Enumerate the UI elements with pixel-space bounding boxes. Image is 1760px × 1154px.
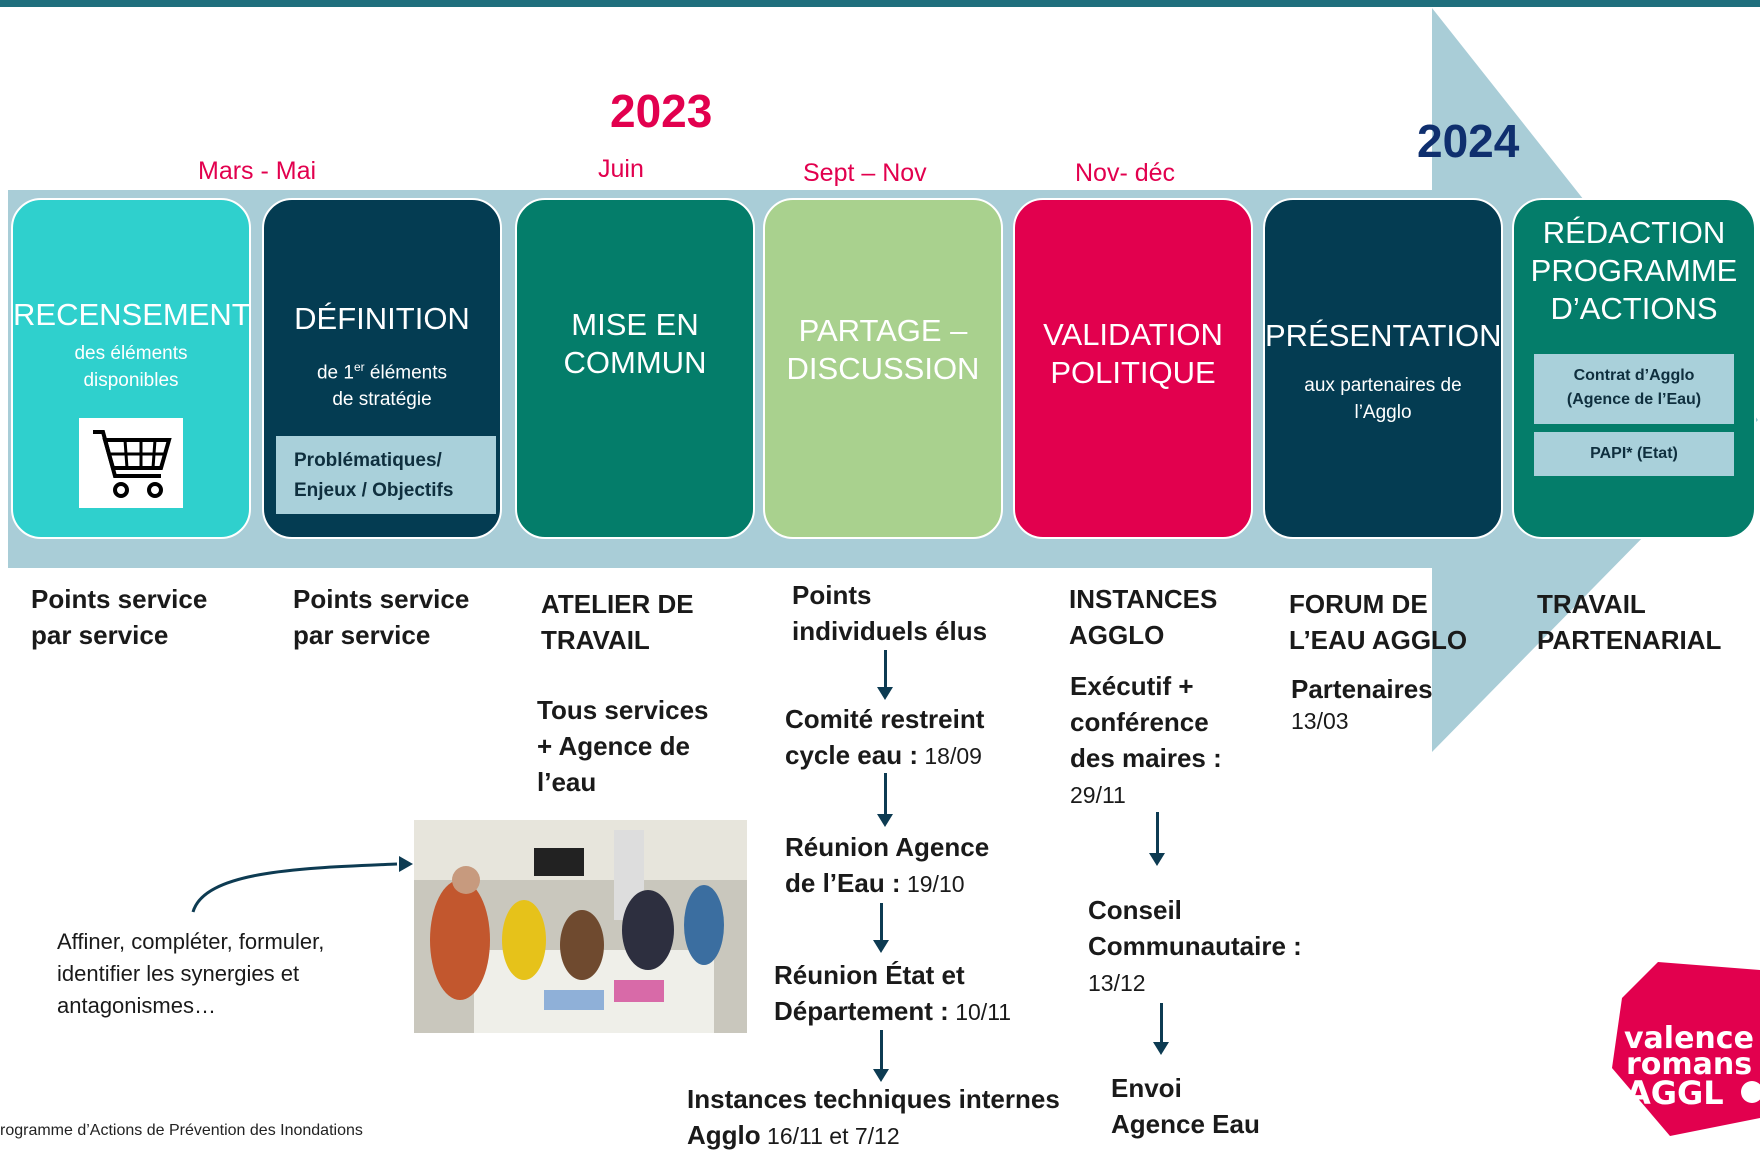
month-label: Nov- déc	[1075, 159, 1176, 187]
stage-card-presentation: PRÉSENTATION aux partenaires de l’Agglo	[1263, 198, 1503, 539]
year-2023: 2023	[610, 85, 713, 137]
stage-tag: PAPI* (Etat)	[1534, 432, 1734, 476]
stage-subtitle: des éléments disponibles	[74, 343, 188, 391]
month-label: Sept – Nov	[803, 159, 927, 187]
stage-card-partage: PARTAGE – DISCUSSION	[763, 198, 1003, 539]
stage-title: PRÉSENTATION	[1265, 318, 1502, 353]
footnote: rogramme d’Actions de Prévention des Ino…	[0, 1122, 363, 1139]
top-accent-bar	[0, 0, 1760, 7]
stage-tag: Contrat d’Agglo (Agence de l’Eau)	[1534, 354, 1734, 424]
column-heading: INSTANCES AGGLO	[1069, 584, 1218, 650]
down-arrow-icon	[873, 903, 889, 953]
stage-title: VALIDATION POLITIQUE	[1043, 317, 1223, 390]
column-heading: Points individuels élus	[792, 580, 988, 646]
down-arrow-icon	[877, 650, 893, 700]
stage-title: RÉDACTION PROGRAMME D’ACTIONS	[1530, 215, 1738, 326]
workshop-note: Affiner, compléter, formuler, identifier…	[57, 929, 325, 1018]
stage-title: RECENSEMENT	[13, 297, 251, 332]
stage-card-mise-en-commun: MISE EN COMMUN	[515, 198, 755, 539]
shopping-cart-icon	[79, 418, 183, 508]
column-heading: Points service par service	[293, 584, 470, 650]
workshop-photo	[414, 820, 747, 1033]
column-heading: TRAVAIL PARTENARIAL	[1537, 589, 1722, 655]
stage-title: PARTAGE – DISCUSSION	[786, 313, 980, 386]
timeline-step: Instances techniques internes Agglo 16/1…	[687, 1084, 1060, 1150]
month-label: Mars - Mai	[198, 157, 317, 185]
column-heading: ATELIER DE TRAVAIL	[541, 589, 694, 655]
stage-title: MISE EN COMMUN	[563, 307, 707, 380]
stage-subtitle: de 1er éléments de stratégie	[316, 360, 448, 411]
down-arrow-icon	[877, 773, 893, 827]
year-2024: 2024	[1417, 115, 1520, 167]
stage-title: DÉFINITION	[294, 301, 470, 336]
valence-romans-agglo-logo: valence romans AGGL	[1610, 958, 1760, 1136]
down-arrow-icon	[1153, 1003, 1169, 1055]
down-arrow-icon	[1149, 812, 1165, 866]
column-detail: Tous services + Agence de l’eau	[537, 695, 709, 797]
svg-text:AGGL: AGGL	[1626, 1074, 1724, 1112]
timeline-step: Réunion Agence de l’Eau : 19/10	[785, 832, 990, 898]
column-heading: Points service par service	[31, 584, 208, 650]
timeline-step: Conseil Communautaire : 13/12	[1088, 895, 1302, 996]
timeline-step: Envoi Agence Eau	[1111, 1073, 1260, 1139]
stage-tag: Problématiques/ Enjeux / Objectifs	[276, 436, 496, 514]
column-date: 13/03	[1291, 708, 1349, 734]
stage-card-redaction: RÉDACTION PROGRAMME D’ACTIONS Contrat d’…	[1512, 198, 1756, 539]
timeline-step: Exécutif + conférence des maires : 29/11	[1070, 671, 1222, 808]
stage-card-recensement: RECENSEMENT des éléments disponibles	[11, 198, 251, 539]
svg-text:romans: romans	[1626, 1047, 1752, 1082]
stage-card-definition: DÉFINITION de 1er éléments de stratégie …	[262, 198, 502, 539]
curved-arrow-icon	[191, 856, 413, 913]
column-detail: Partenaires	[1291, 674, 1433, 704]
month-label: Juin	[598, 155, 644, 183]
column-heading: FORUM DE L’EAU AGGLO	[1289, 589, 1468, 655]
timeline-step: Réunion État et Département : 10/11	[774, 960, 1012, 1026]
down-arrow-icon	[873, 1030, 889, 1082]
timeline-step: Comité restreint cycle eau : 18/09	[785, 704, 985, 770]
stage-card-validation: VALIDATION POLITIQUE	[1013, 198, 1253, 539]
svg-text:valence: valence	[1624, 1021, 1754, 1056]
stage-subtitle: aux partenaires de l’Agglo	[1304, 375, 1462, 423]
